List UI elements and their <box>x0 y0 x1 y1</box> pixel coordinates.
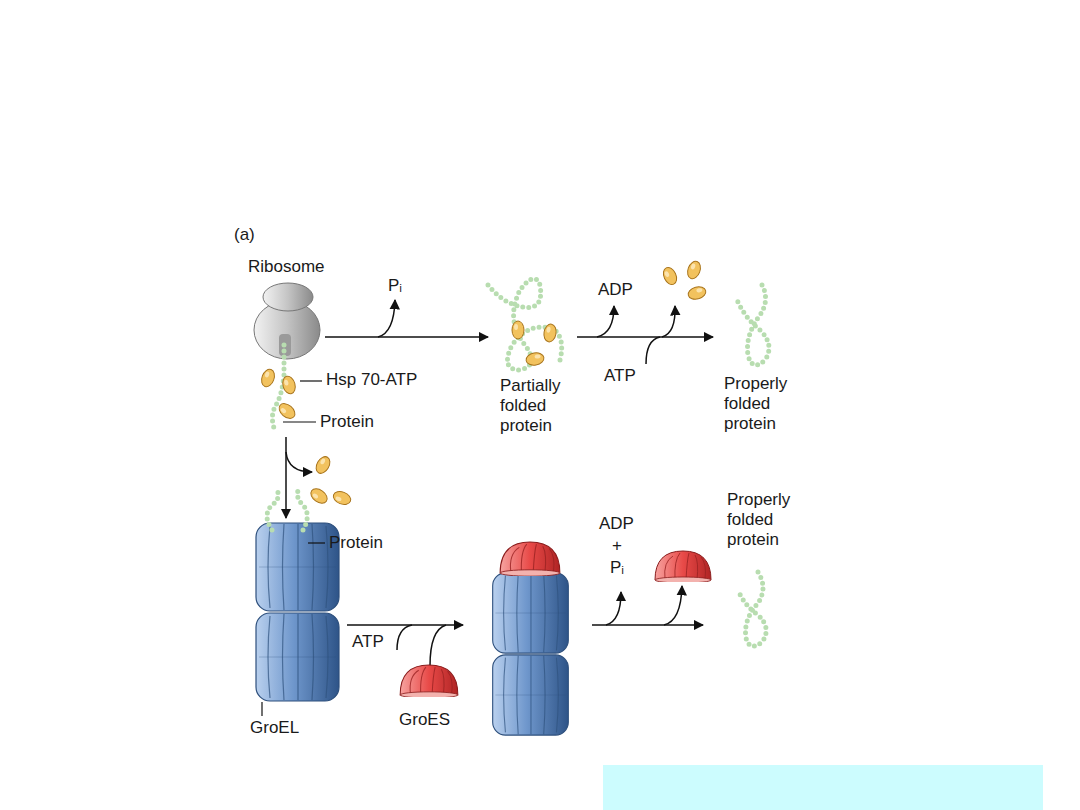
part-label: Hsp 70-ATP <box>326 370 417 390</box>
note-panel <box>603 765 1043 810</box>
part-label: Protein <box>320 412 374 432</box>
state-label: Partially folded protein <box>500 376 580 436</box>
product-label: ADP <box>599 514 634 534</box>
reactant-label: ATP <box>604 366 636 386</box>
figure-part-label: (a) <box>234 225 255 245</box>
product-label: ADP <box>598 280 633 300</box>
product-label: + <box>612 536 622 556</box>
product-label: Pᵢ <box>388 276 402 296</box>
part-label: Ribosome <box>248 257 325 277</box>
part-label: GroES <box>399 710 450 730</box>
state-label: Properly folded protein <box>727 490 807 550</box>
state-label: Properly folded protein <box>724 374 804 434</box>
part-label: Protein <box>329 533 383 553</box>
product-label: Pᵢ <box>610 558 624 578</box>
reactant-label: ATP <box>352 632 384 652</box>
part-label: GroEL <box>250 718 299 738</box>
